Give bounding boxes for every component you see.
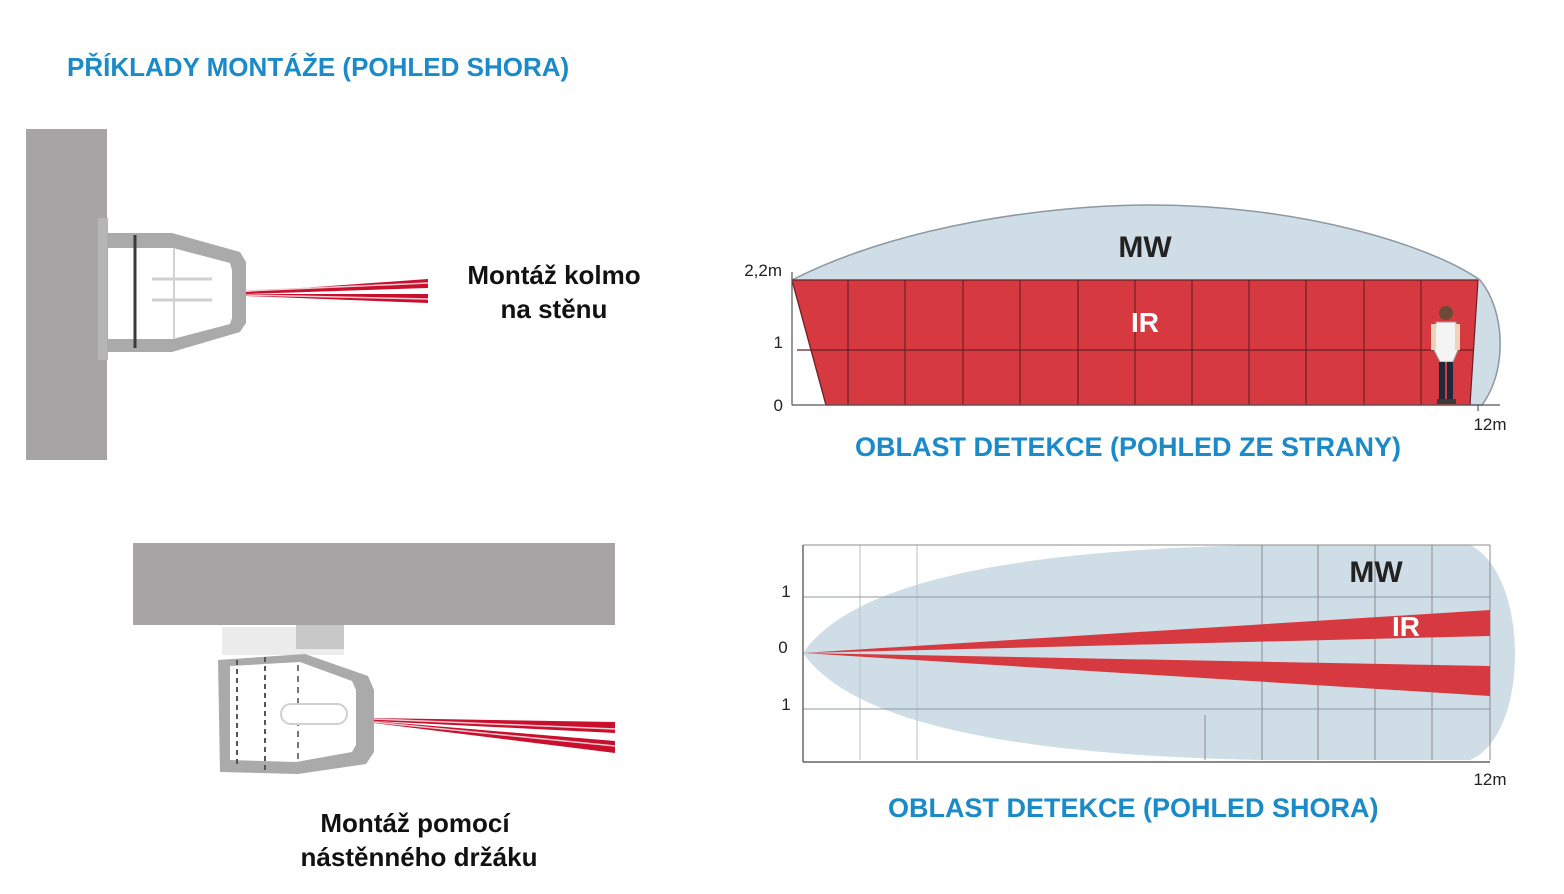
caption-line-2: na stěnu [500,294,608,324]
page-heading: PŘÍKLADY MONTÁŽE (POHLED SHORA) [67,52,570,82]
top-view-title: OBLAST DETEKCE (POHLED SHORA) [888,793,1379,823]
caption-line-1: Montáž pomocí [320,808,510,838]
grid [803,544,1491,760]
mount-plate [98,218,108,360]
y-label-bottom: 0 [774,396,783,415]
y-label-top: 2,2m [744,261,782,280]
x-end-label: 12m [1473,770,1506,789]
ir-beam-upper [803,610,1490,653]
beam-highlight [373,721,616,747]
mw-label: MW [1349,556,1403,589]
y-label-mid: 0 [778,638,787,657]
ir-label: IR [1131,307,1159,338]
top-view-diagram: MW IR 1 0 1 12m [778,544,1515,789]
ir-grid [791,279,1479,406]
caption-line-1: Montáž kolmo [467,260,641,290]
mw-zone [803,545,1515,760]
beam-highlight [245,294,429,300]
bracket-block [296,625,344,649]
detector-slot [280,703,348,725]
caption-line-2: nástěnného držáku [300,842,538,872]
y-label-mid: 1 [774,333,783,352]
bracket-mount-illustration [133,543,616,774]
caption-mount-perpendicular: Montáž kolmo na stěnu [440,258,668,326]
y-label-top: 1 [781,582,790,601]
perpendicular-mount-illustration [26,129,429,460]
mw-label: MW [1118,231,1172,264]
wall [26,129,107,460]
person-figure [1431,306,1460,404]
y-label-bottom: 1 [781,695,790,714]
beam-highlight [245,282,429,292]
side-view-title: OBLAST DETEKCE (POHLED ZE STRANY) [855,432,1402,462]
ir-beam-lower [374,721,615,753]
side-view-diagram: MW IR 2,2m 1 0 12m [744,204,1507,434]
wall [133,543,615,625]
ir-beam-lower [803,653,1490,696]
detector-lens [108,248,232,339]
ir-label: IR [1392,611,1420,642]
x-end-label: 12m [1473,415,1506,434]
caption-mount-bracket: Montáž pomocí nástěnného držáku [260,806,570,874]
beam-highlight [373,718,616,730]
